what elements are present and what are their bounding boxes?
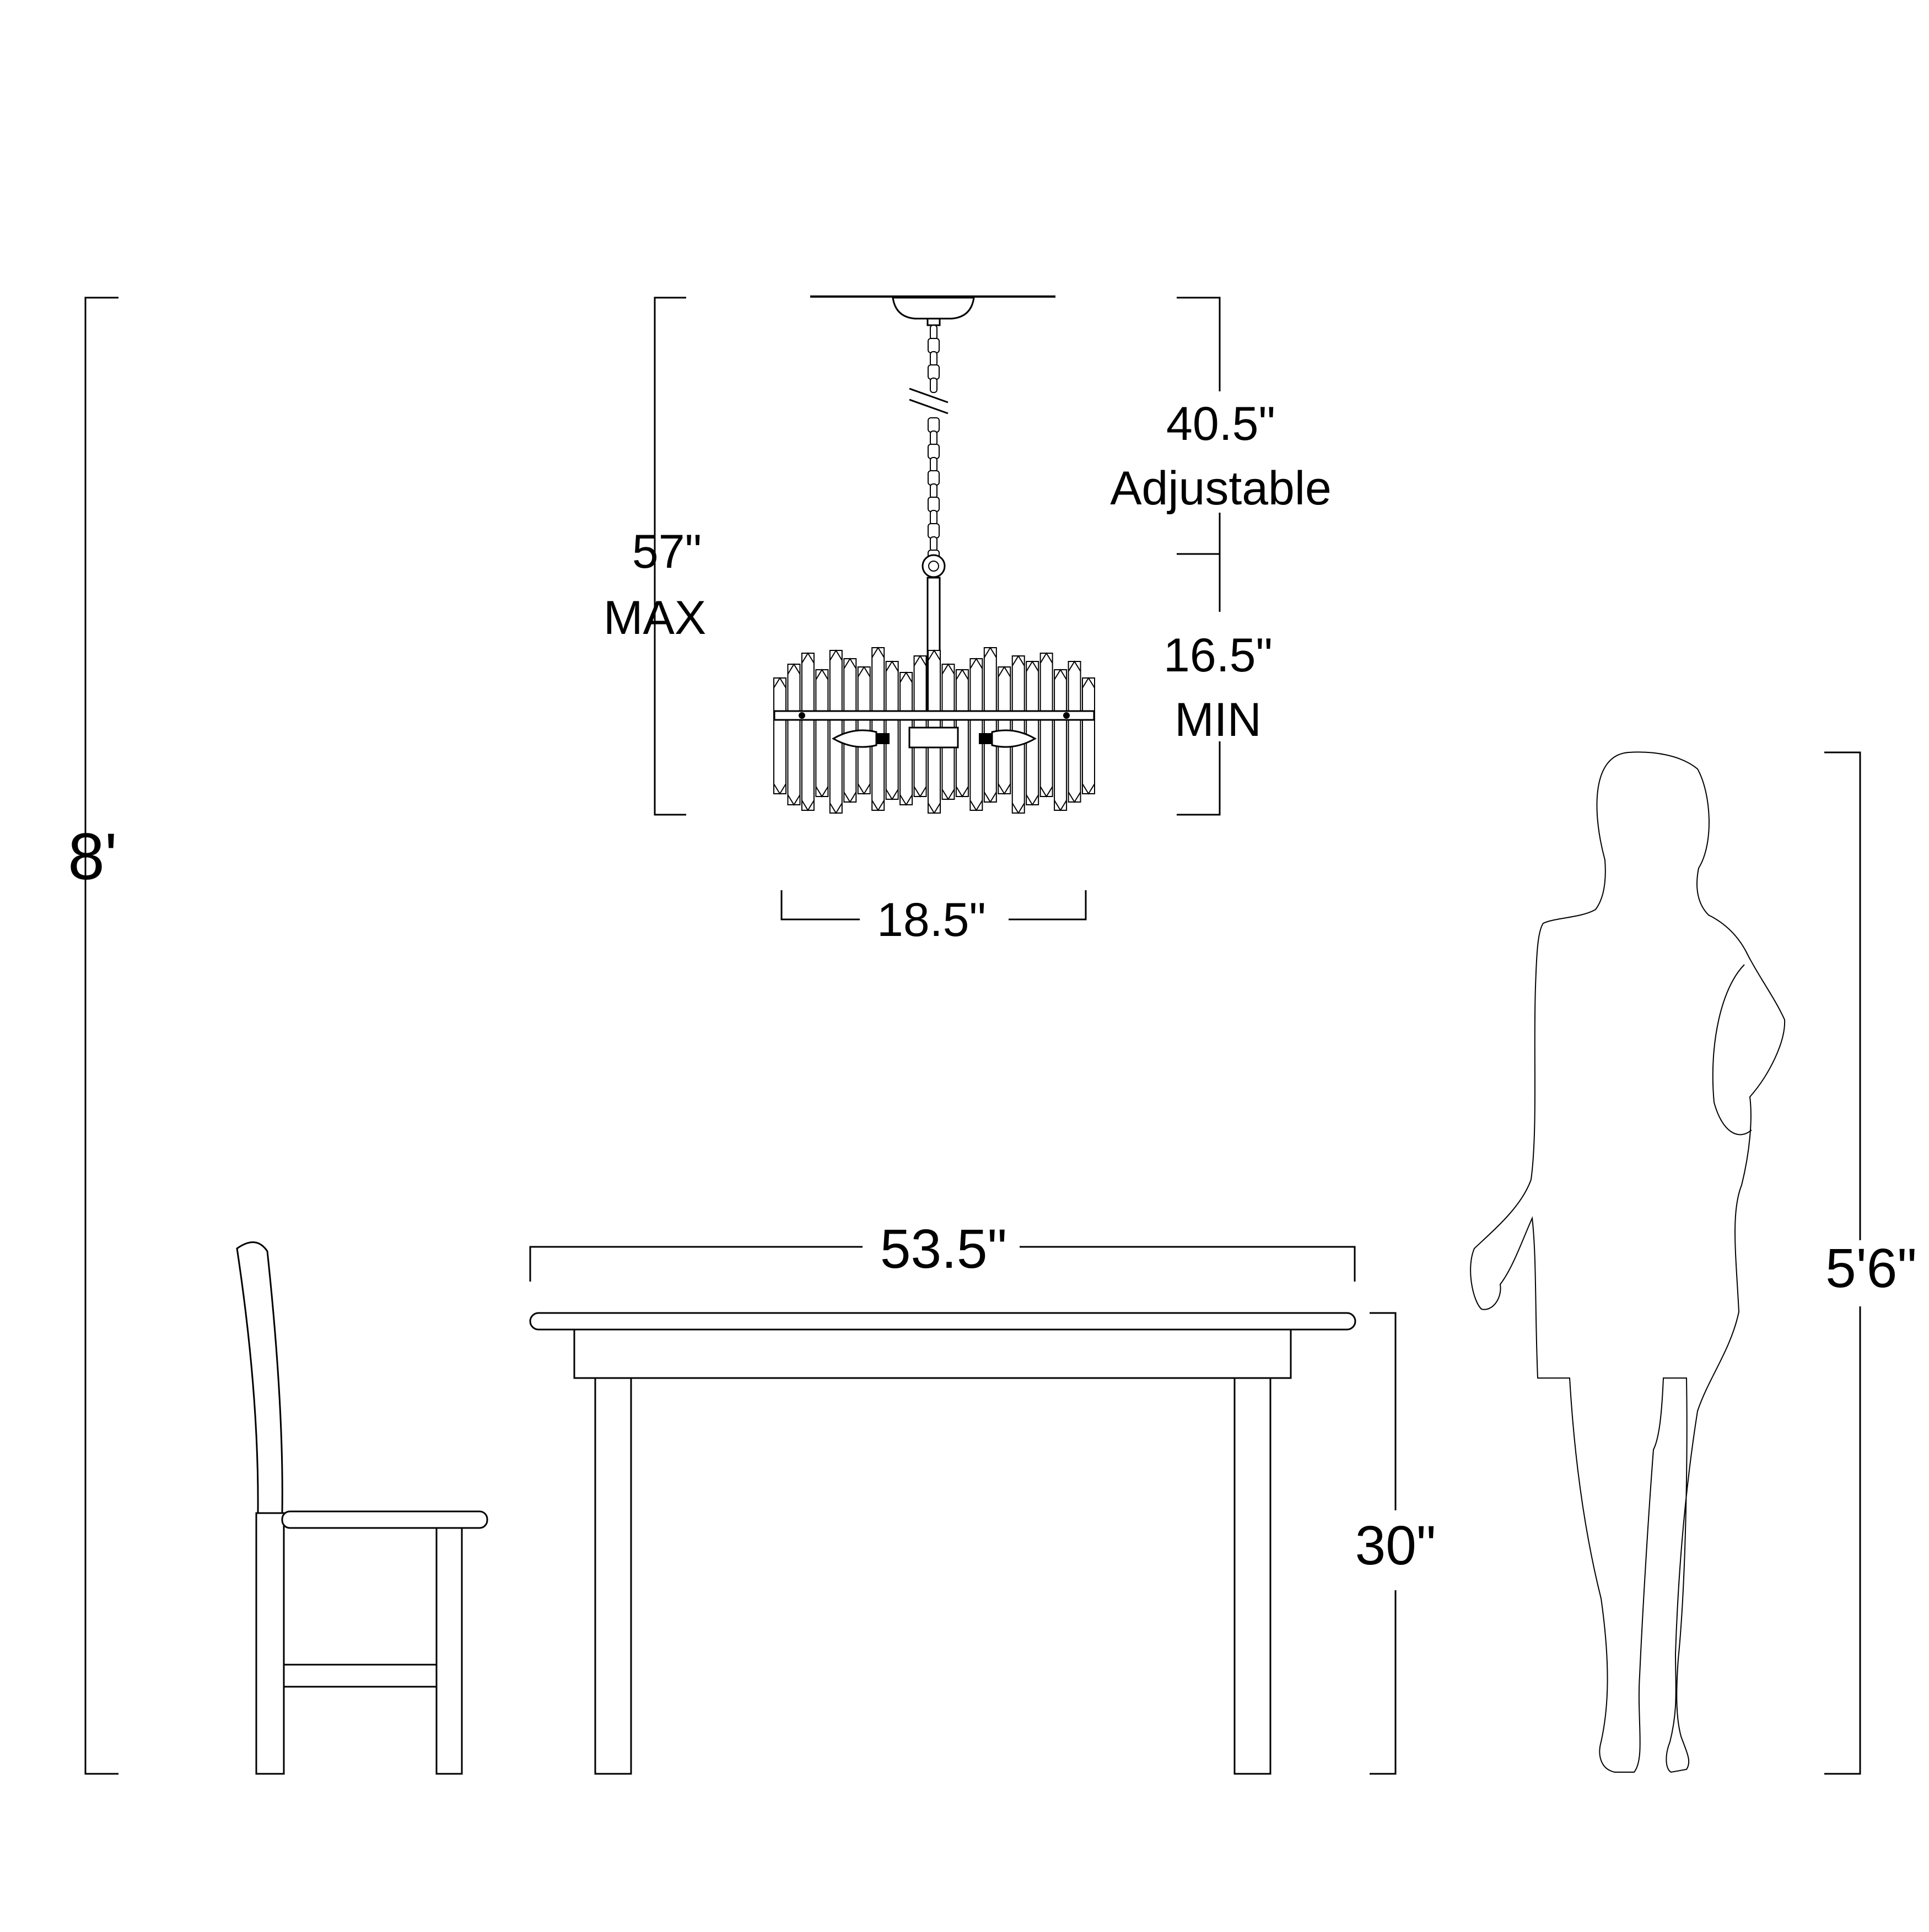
chain-link [928, 470, 940, 486]
bulb-right [979, 729, 1037, 748]
chair-back [236, 1241, 283, 1514]
chain-link [930, 457, 937, 472]
max-drop-word: MAX [604, 591, 706, 644]
chair-rail [283, 1664, 438, 1688]
table-leg-right [1233, 1377, 1271, 1775]
person-height-dimension [1824, 751, 1861, 1775]
frame-band [773, 710, 1095, 721]
chair-front-leg [435, 1527, 463, 1775]
crystal-rod [885, 661, 899, 800]
chain-break-mark [909, 388, 949, 415]
fixture-width-dimension [780, 890, 1087, 921]
crystal-rod [815, 669, 829, 797]
table-height-label: 30" [1355, 1515, 1436, 1576]
table-height-dimension [1370, 1312, 1397, 1775]
table-top [529, 1312, 1356, 1331]
room-height-label: 8' [68, 820, 117, 894]
crystal-rod [773, 677, 786, 794]
chain-link [930, 483, 937, 499]
chain [928, 325, 940, 565]
crystal-rods [773, 647, 1095, 814]
crystal-rod [1026, 661, 1039, 805]
crystal-rod [787, 664, 801, 805]
person-silhouette [1470, 751, 1786, 1773]
chain-link [930, 351, 937, 367]
chair-drawing [236, 1241, 488, 1775]
chain-length-word: Adjustable [1110, 462, 1332, 515]
chain-link [928, 338, 940, 353]
min-drop-word: MIN [1174, 693, 1262, 746]
min-drop-dimension [1177, 554, 1221, 816]
hanging-ring [922, 554, 946, 578]
chain-link [930, 536, 937, 552]
person-height-label: 5'6" [1825, 1237, 1917, 1299]
chair-seat [281, 1510, 488, 1529]
min-drop-value: 16.5" [1163, 629, 1273, 682]
chain-link [928, 497, 940, 512]
table-width-dimension [529, 1246, 1356, 1282]
fixture-width-label: 18.5" [877, 894, 986, 946]
chain-link [930, 378, 937, 393]
chain-link [928, 364, 940, 380]
chain-link [930, 325, 937, 340]
crystal-rod [1039, 653, 1053, 797]
chain-link [928, 444, 940, 459]
crystal-rod [801, 653, 815, 811]
crystal-rod [913, 655, 927, 797]
chain-link [928, 417, 940, 433]
chain-link [928, 523, 940, 539]
crystal-rod [1082, 677, 1095, 794]
table-apron [573, 1328, 1292, 1379]
max-drop-value: 57" [632, 525, 702, 578]
chandelier-drawing [773, 295, 1095, 814]
room-height-dimension [84, 297, 118, 1775]
chain-link [930, 510, 937, 525]
crystal-rod [1068, 661, 1081, 803]
bulb-left [832, 729, 890, 748]
table-width-label: 53.5" [880, 1218, 1007, 1280]
crystal-rod [829, 650, 843, 814]
crystal-rod [1054, 669, 1068, 811]
table-leg-left [594, 1377, 632, 1775]
max-drop-dimension [654, 297, 686, 816]
table-drawing [529, 1312, 1356, 1775]
canopy [892, 297, 975, 320]
chain-length-value: 40.5" [1166, 397, 1275, 450]
center-hub [908, 726, 959, 749]
crystal-rod [871, 647, 885, 811]
chain-link [930, 430, 937, 446]
crystal-rod [983, 647, 997, 803]
